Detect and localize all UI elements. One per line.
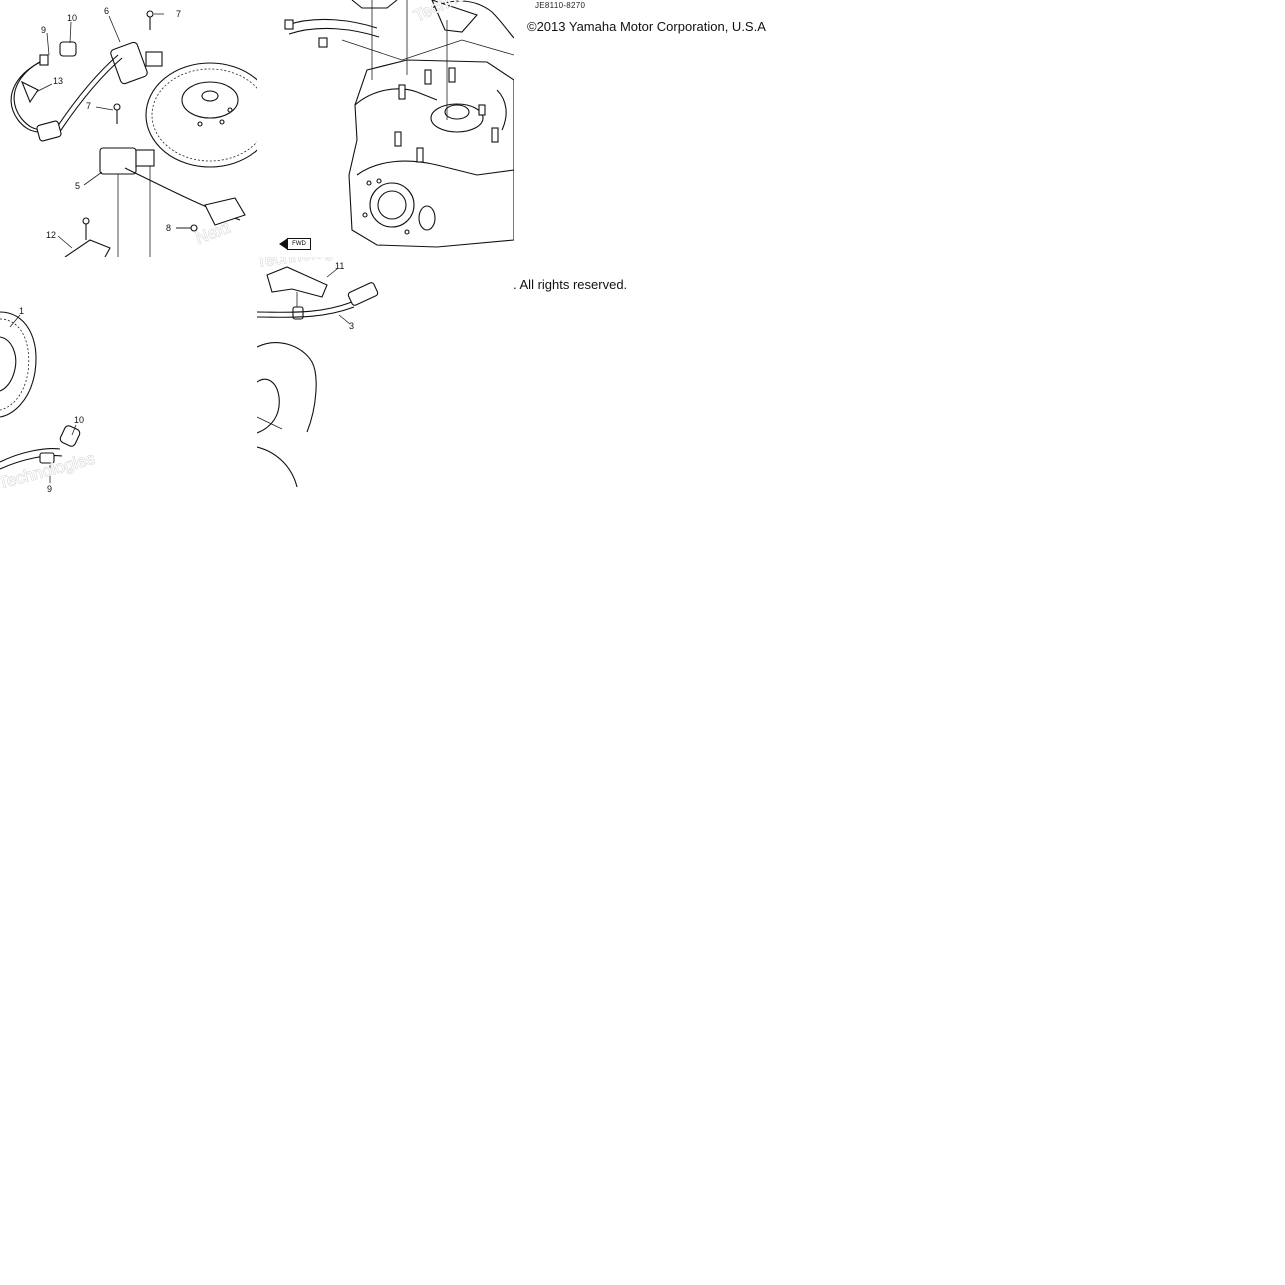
callout-6: 6 [104,6,109,16]
copyright-notice: ©2013 Yamaha Motor Corporation, U.S.A [527,19,766,34]
mounting-studs [394,67,499,163]
pulser-coil [266,266,328,320]
callout-13: 13 [53,76,63,86]
callout-10: 10 [67,13,77,23]
leader-lines-bottom-center [326,268,351,325]
flywheel-magneto [145,62,257,168]
callout-3: 3 [349,321,354,331]
lower-case [257,342,317,488]
callout-8: 8 [166,223,171,233]
bolts [20,10,198,257]
forward-direction-tag: FWD [279,238,311,250]
callout-7-upper: 7 [176,9,181,19]
callout-7-lower: 7 [86,101,91,111]
callout-9: 9 [41,25,46,35]
diagram-tile-bottom-left: 1 10 9 Technologies [0,257,257,497]
callout-11: 11 [335,261,344,271]
ignition-coil-lower [99,147,246,257]
wire-harness [257,282,379,318]
pulser-coil-drawing: 11 3 Technologies [257,257,379,488]
stator-wiring [284,0,514,120]
spark-plug-lead [10,41,77,142]
crankcase-block [348,59,514,248]
flywheel-rim [0,311,37,418]
diagram-code: JE8110-8270 [535,1,586,10]
crankcase-drawing: Technologies [284,0,514,248]
ignition-coil-upper [54,41,163,134]
callout-5: 5 [75,181,80,191]
watermark-text: Next [193,218,233,248]
rights-reserved-notice: . All rights reserved. [513,277,628,292]
leader-lines [35,13,190,249]
callout-10-lower: 10 [74,415,84,425]
ignition-coil-drawing: 10 6 7 9 13 7 5 8 12 Next [10,6,257,257]
diagram-tile-top-left: 10 6 7 9 13 7 5 8 12 Next [0,0,257,257]
spark-plug-cap [0,425,81,470]
diagram-tile-bottom-center: 11 3 Technologies [257,257,514,497]
callout-1: 1 [19,306,24,316]
leader-lines-bottom-left [9,314,77,483]
flywheel-detail-drawing: 1 10 9 Technologies [0,306,97,494]
diagram-tile-top-center: Technologies [257,0,514,257]
callout-9-lower: 9 [47,484,52,494]
callout-12: 12 [46,230,56,240]
